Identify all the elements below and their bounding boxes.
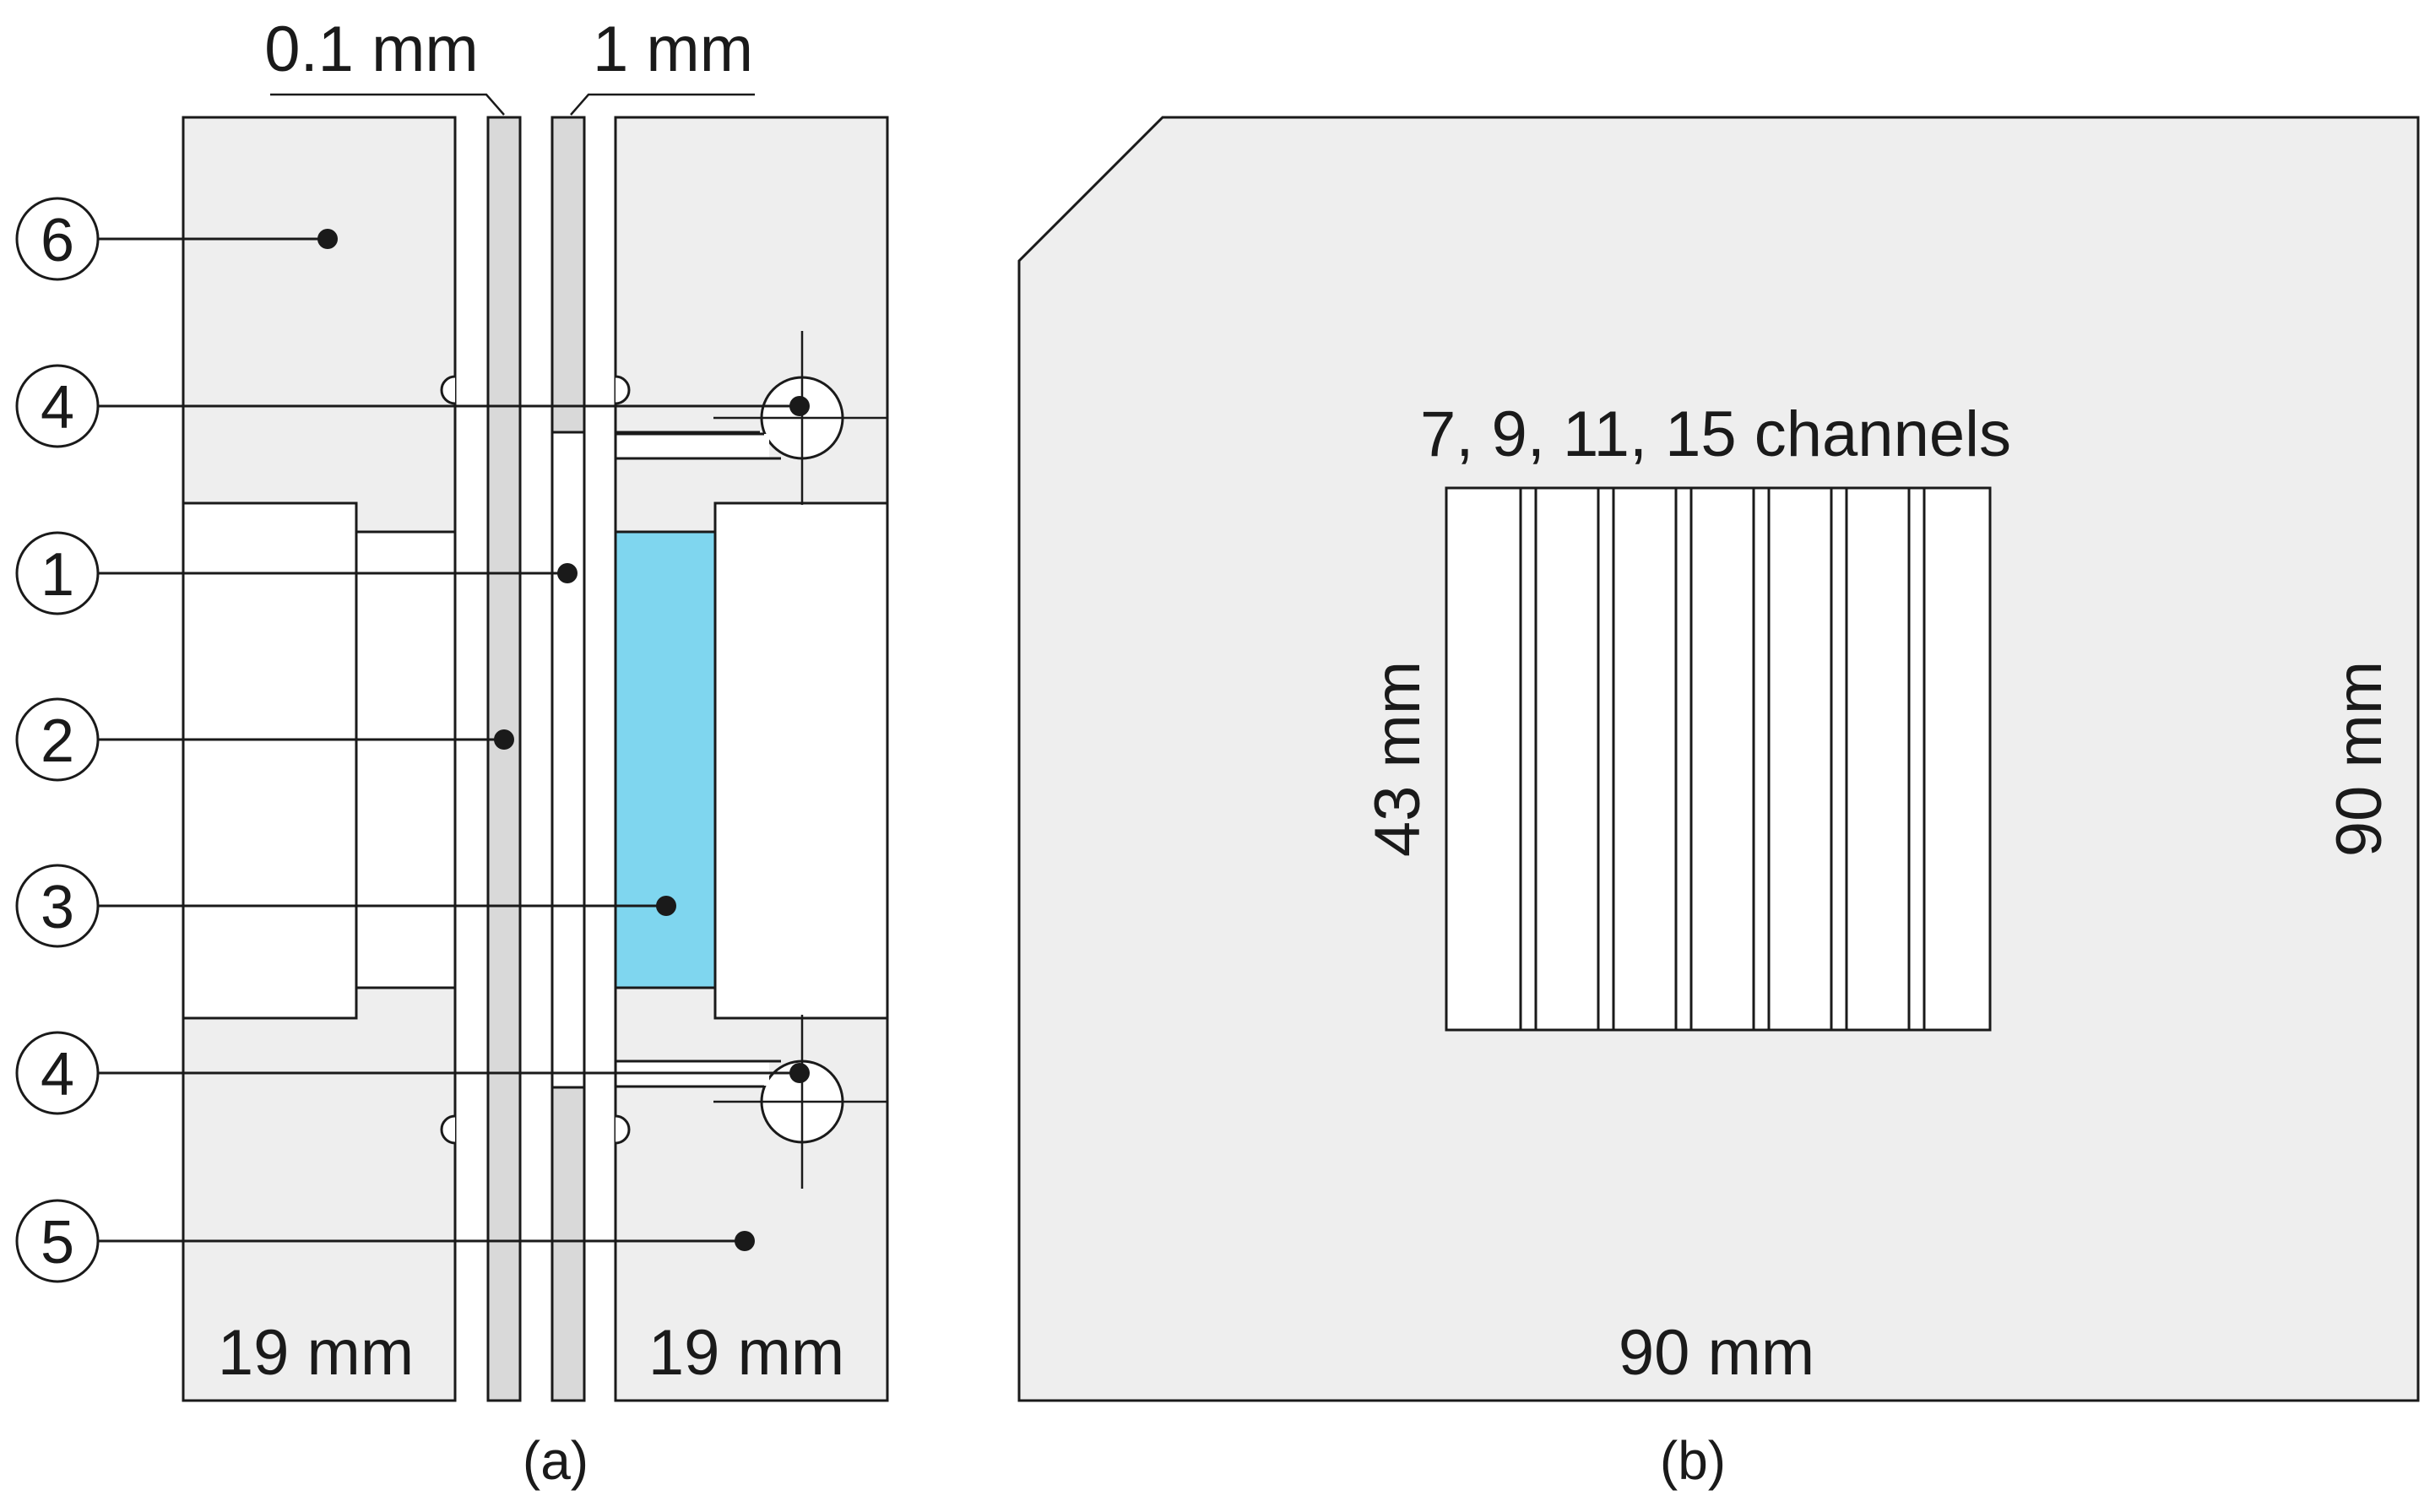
callout-number: 1 xyxy=(41,541,74,609)
channel-rib xyxy=(1519,486,1537,1032)
pin-bottom-left xyxy=(440,1114,456,1145)
callout-3 xyxy=(15,864,676,948)
channel-rib xyxy=(1597,486,1615,1032)
top-port-mask xyxy=(617,434,769,458)
callout-6 xyxy=(15,197,338,281)
callout-4-bottom xyxy=(15,1031,810,1115)
electrode xyxy=(614,530,717,989)
callout-number: 4 xyxy=(41,1041,74,1108)
callout-5 xyxy=(15,1199,755,1283)
membrane-thickness-label: 0.1 mm xyxy=(264,14,478,85)
pin-top-right xyxy=(615,375,631,405)
plate-height-label: 90 mm xyxy=(2324,661,2395,857)
pin-top-left xyxy=(440,375,456,405)
channel-rib xyxy=(1752,486,1771,1032)
right-plate-recess xyxy=(713,501,889,1020)
callout-2 xyxy=(15,697,514,782)
panel-a xyxy=(182,93,889,1402)
callout-4-top xyxy=(15,364,810,448)
flow-field-height-label: 43 mm xyxy=(1362,661,1434,857)
callout-number: 6 xyxy=(41,207,74,274)
callout-number: 2 xyxy=(41,707,74,775)
channels-label: 7, 9, 11, 15 channels xyxy=(1420,398,2011,470)
channel-rib xyxy=(1674,486,1693,1032)
panel-b-caption: (b) xyxy=(1660,1430,1726,1491)
callouts xyxy=(15,197,810,1283)
channel-rib xyxy=(1907,486,1926,1032)
plate-width-label: 90 mm xyxy=(1619,1317,1814,1389)
bottom-port-outline xyxy=(616,1059,781,1088)
right-plate-thickness-label: 19 mm xyxy=(648,1317,844,1389)
left-plate-step xyxy=(355,530,457,989)
callout-number: 4 xyxy=(41,374,74,442)
callout-numbers: 6 4 1 2 3 4 5 xyxy=(41,207,74,1276)
gasket-channel-opening xyxy=(550,431,586,1089)
gasket-dim-leader xyxy=(570,93,755,116)
callout-1 xyxy=(15,531,578,615)
membrane xyxy=(486,116,522,1402)
callout-number: 3 xyxy=(41,874,74,941)
top-port-outline xyxy=(616,432,781,460)
channel-rib xyxy=(1830,486,1848,1032)
callout-number: 5 xyxy=(41,1209,74,1276)
panel-a-caption: (a) xyxy=(523,1430,588,1491)
left-plate-recess xyxy=(182,501,358,1020)
panel-b xyxy=(1017,116,2420,1402)
membrane-dim-leader xyxy=(270,93,505,116)
gasket-thickness-label: 1 mm xyxy=(593,14,753,85)
left-plate-thickness-label: 19 mm xyxy=(218,1317,414,1389)
channel-group xyxy=(1519,486,1926,1032)
pin-bottom-right xyxy=(615,1114,631,1145)
